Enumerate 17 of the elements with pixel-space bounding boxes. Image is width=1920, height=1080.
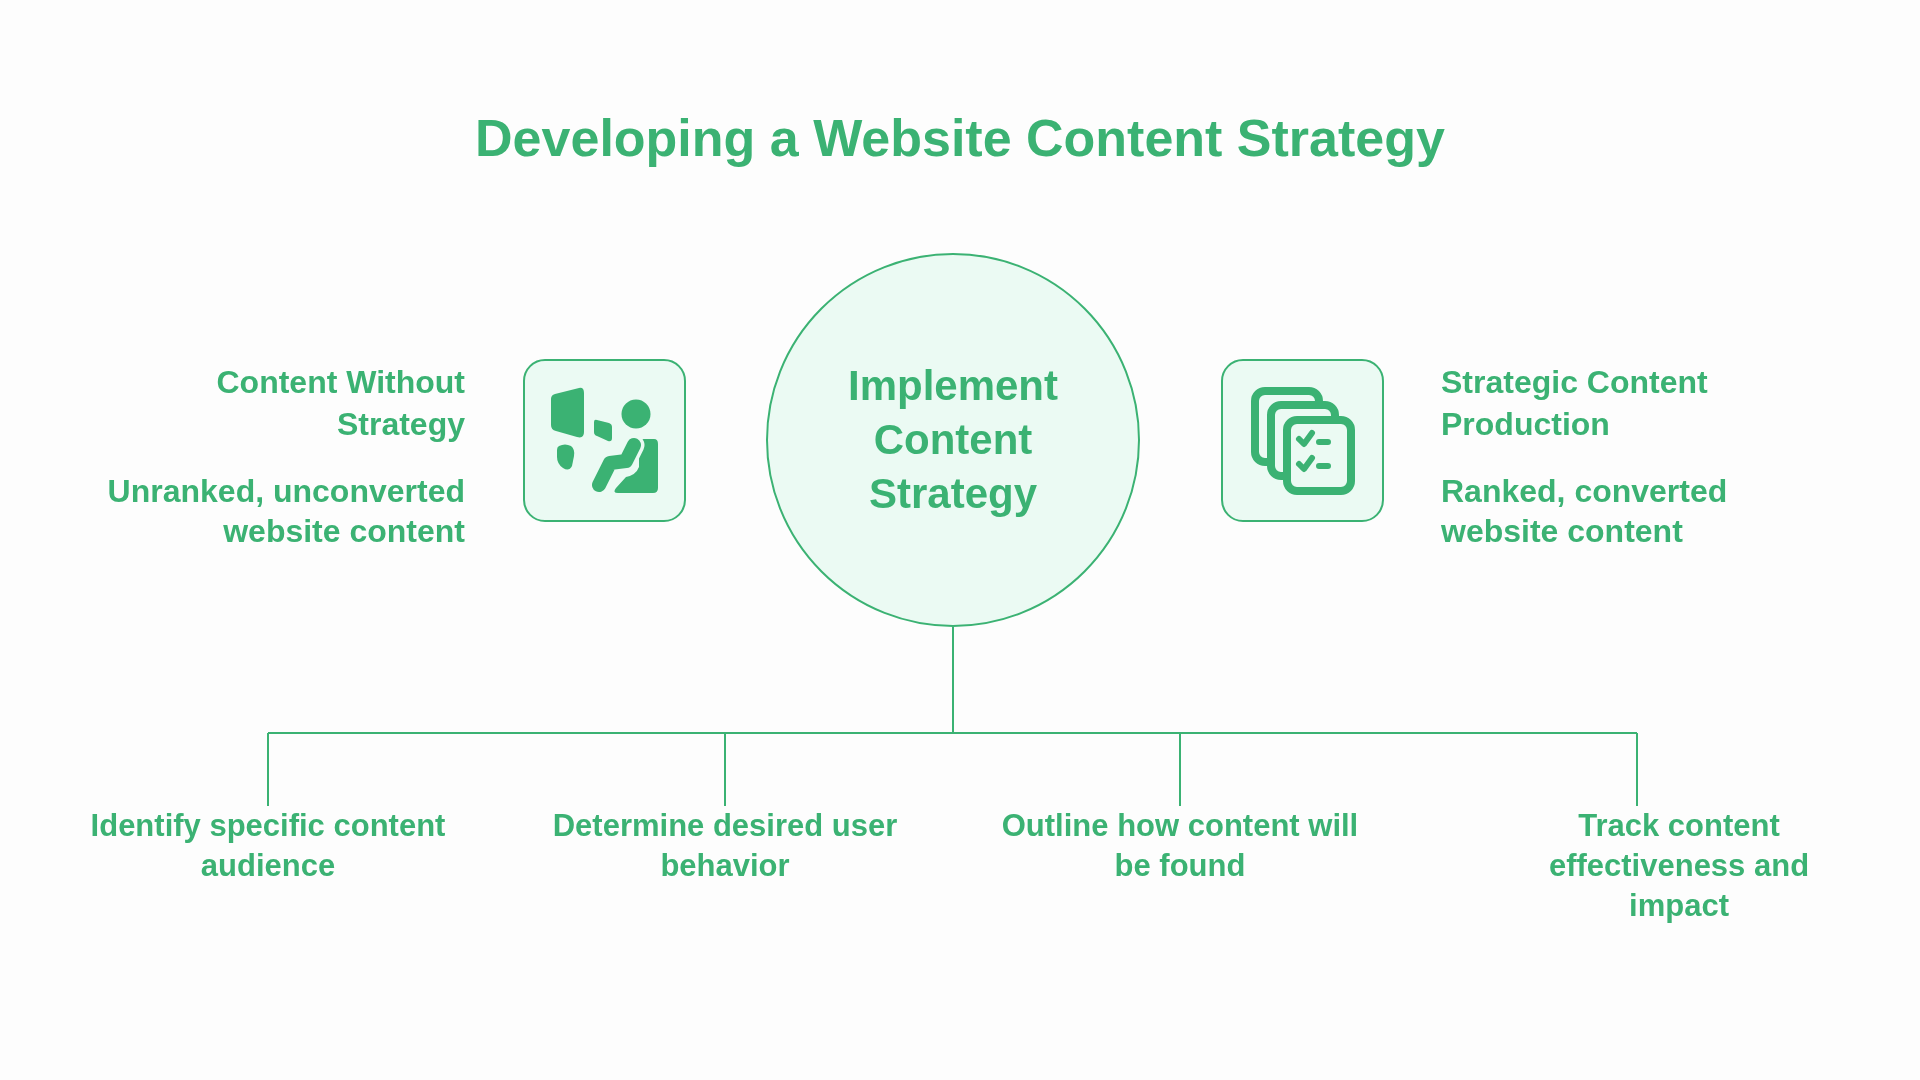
description-text: Unranked, unconverted website content — [106, 472, 465, 551]
heading-text: Strategic Content Production — [1441, 363, 1709, 444]
title: Developing a Website Content Strategy — [474, 108, 1446, 168]
heading-text: Content Without Strategy — [215, 363, 465, 444]
circle-label: Implement Content Strategy — [846, 361, 1059, 519]
description-text: Ranked, converted website content — [1441, 472, 1729, 551]
step-label: Track content effectiveness and impact — [1524, 806, 1834, 926]
icon-tile — [523, 359, 686, 522]
step-label: Determine desired user behavior — [520, 806, 930, 886]
connector-line — [1636, 732, 1638, 807]
connector-line — [1179, 732, 1181, 807]
connector-line — [267, 732, 269, 807]
connector-line — [724, 732, 726, 807]
connector-line — [267, 626, 1638, 734]
step-label: Outline how content will be found — [990, 806, 1370, 886]
icon-tile — [1221, 359, 1384, 522]
step-label: Identify specific content audience — [63, 806, 473, 886]
